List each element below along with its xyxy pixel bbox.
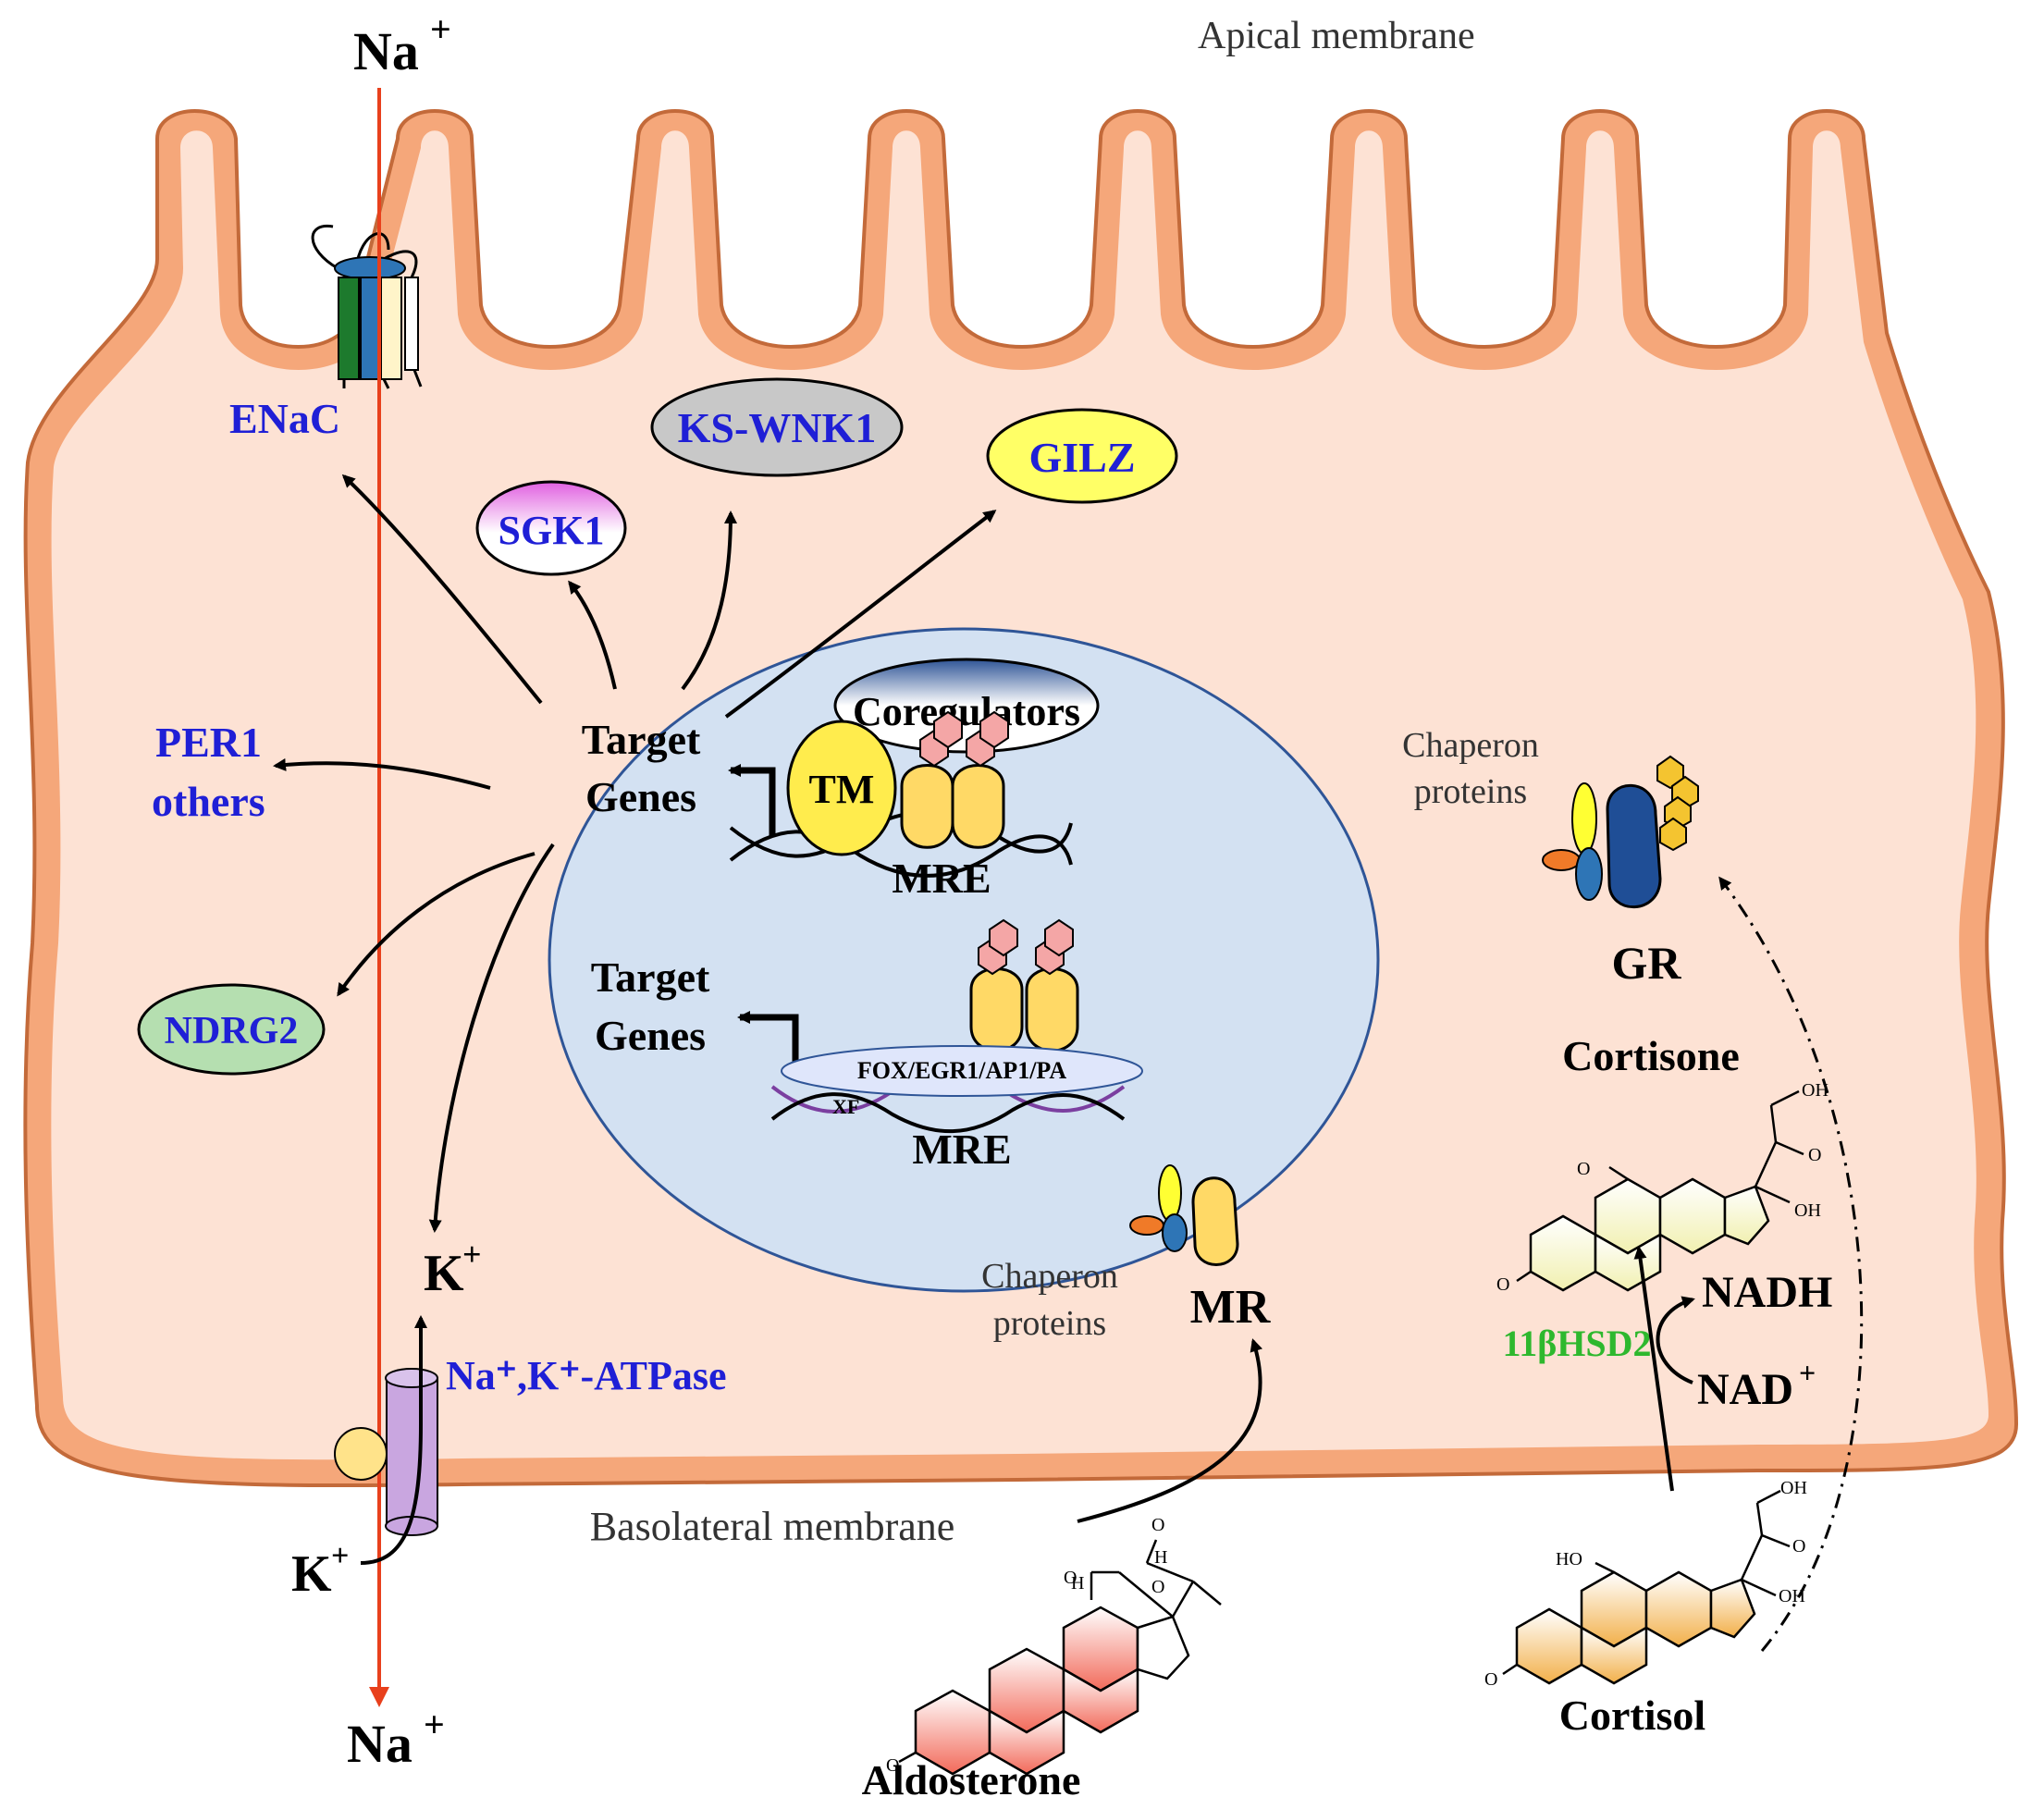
gilz-protein: GILZ [986, 408, 1178, 504]
cortisone-oh-side: OH [1794, 1200, 1821, 1221]
ks-wnk1-protein: KS-WNK1 [650, 377, 904, 477]
enac-channel-icon [311, 224, 423, 389]
cortisol-to-gr-arrow [1718, 876, 1864, 1652]
k-uptake-arrow [360, 1315, 427, 1565]
na-top-label: Na [353, 21, 419, 81]
na-bottom-sup: + [424, 1704, 445, 1745]
atpase-label: Na⁺,K⁺-ATPase [446, 1353, 727, 1398]
k-plus-inner-label: K [424, 1245, 464, 1302]
aldosterone-o-ring: O [1064, 1568, 1077, 1588]
sgk1-protein: SGK1 [475, 480, 627, 576]
nad-sup: + [1799, 1356, 1816, 1389]
per1-label: PER1 [155, 719, 262, 766]
cortisone-o-side: O [1808, 1145, 1821, 1165]
k-plus-outer-sup: + [331, 1539, 349, 1573]
aldosterone-to-mr-arrow [1077, 1338, 1262, 1523]
cortisone-oh-top: OH [1802, 1080, 1829, 1101]
na-bottom-label: Na [347, 1714, 412, 1774]
cortisone-o-ring: O [1577, 1159, 1590, 1179]
gilz-label: GILZ [1028, 434, 1135, 481]
k-plus-outer-label: K [291, 1545, 332, 1603]
gene-expression-arrows [273, 474, 997, 1233]
basolateral-membrane-label: Basolateral membrane [590, 1504, 955, 1549]
aldosterone-o-side: O [1151, 1577, 1164, 1597]
others-label: others [152, 778, 265, 825]
cortisol-ho: HO [1556, 1549, 1582, 1569]
mr-dimer-icon [900, 710, 1009, 849]
gr-label: GR [1612, 937, 1682, 989]
cortisol-label: Cortisol [1559, 1692, 1705, 1739]
cortisone-o-left: O [1496, 1274, 1509, 1295]
nad-cycle-arrow [1656, 1296, 1695, 1384]
xf-label: XF [832, 1095, 859, 1118]
sgk1-label: SGK1 [499, 508, 605, 553]
ks-wnk1-label: KS-WNK1 [678, 404, 877, 451]
gr-chaperon-label-b: proteins [1414, 772, 1527, 811]
k-plus-inner-sup: + [462, 1236, 482, 1273]
aldosterone-structure-icon [898, 1539, 1222, 1776]
transcription-arrow-1 [728, 764, 776, 837]
aldosterone-label: Aldosterone [862, 1756, 1081, 1803]
coregulators-label: Coregulators [853, 689, 1080, 734]
target-genes-2-line-b: Genes [595, 1012, 706, 1059]
nadh-label: NADH [1702, 1268, 1832, 1317]
gr-chaperon-label-a: Chaperon [1402, 726, 1539, 765]
aldosterone-oh-o: O [1151, 1515, 1164, 1535]
fox-label: FOX/EGR1/AP1/PA [857, 1057, 1067, 1084]
mre-label-1: MRE [892, 855, 991, 902]
ndrg2-label: NDRG2 [165, 1010, 299, 1052]
cortisone-label: Cortisone [1562, 1032, 1740, 1079]
aldosterone-o-left: O [886, 1755, 899, 1776]
tm-label: TM [809, 767, 875, 812]
mr-label: MR [1190, 1281, 1272, 1334]
tm-protein: TM [786, 720, 897, 856]
hsd-enzyme-label: 11βHSD2 [1502, 1323, 1651, 1364]
cortisol-oh-side: OH [1779, 1586, 1805, 1606]
ndrg2-protein: NDRG2 [137, 983, 326, 1076]
aldosterone-h-ring: H [1071, 1573, 1084, 1594]
transcription-arrow-2 [737, 1011, 799, 1077]
cortisol-structure-icon [1502, 1489, 1791, 1685]
nad-label: NAD [1697, 1365, 1793, 1414]
target-genes-1-line-a: Target [582, 716, 701, 763]
transcription-factor-complex: FOX/EGR1/AP1/PA [781, 1045, 1143, 1097]
mr-receptor-icon [1129, 1164, 1239, 1266]
mr-dimer-2-icon [969, 918, 1079, 1052]
coregulators-complex: Coregulators [833, 658, 1100, 754]
mr-chaperon-label-a: Chaperon [981, 1257, 1118, 1296]
mre-label-2: MRE [912, 1126, 1011, 1173]
cortisol-to-cortisone-arrow [1633, 1246, 1674, 1492]
enac-label: ENaC [229, 395, 340, 442]
cortisol-oh-top: OH [1780, 1478, 1807, 1498]
na-top-sup: + [430, 8, 451, 50]
atpase-pump-icon [334, 1368, 438, 1536]
gr-receptor-icon [1542, 755, 1699, 909]
nucleus [548, 627, 1380, 1293]
cortisol-o-left: O [1484, 1669, 1497, 1690]
cortisol-o-side: O [1792, 1536, 1805, 1557]
aldosterone-oh-h: H [1154, 1547, 1167, 1568]
target-genes-2-line-a: Target [591, 954, 710, 1001]
target-genes-1-line-b: Genes [585, 773, 696, 820]
apical-membrane-label: Apical membrane [1198, 15, 1475, 57]
mr-chaperon-label-b: proteins [993, 1304, 1106, 1343]
